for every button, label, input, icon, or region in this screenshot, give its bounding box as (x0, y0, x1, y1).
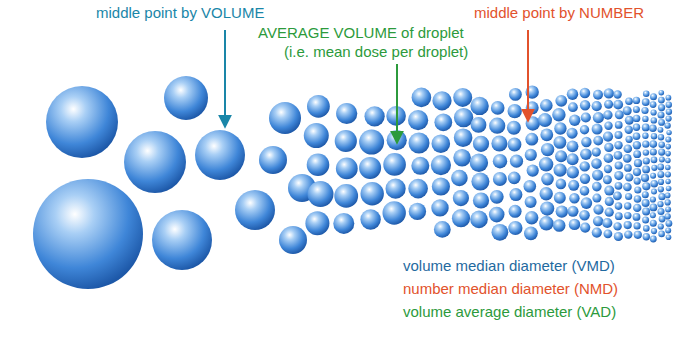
average-caption: AVERAGE VOLUME of droplet (258, 24, 464, 42)
nmd-label: number median diameter (NMD) (403, 280, 618, 298)
volume-caption: middle point by VOLUME (96, 4, 264, 22)
number-arrow (527, 30, 529, 120)
vmd-label: volume median diameter (VMD) (403, 257, 615, 275)
volume-arrow (224, 30, 226, 126)
average-arrow (396, 64, 398, 142)
droplets (33, 76, 672, 289)
vad-label: volume average diameter (VAD) (403, 303, 616, 321)
number-caption: middle point by NUMBER (474, 4, 644, 22)
average-note: (i.e. mean dose per droplet) (284, 43, 468, 61)
